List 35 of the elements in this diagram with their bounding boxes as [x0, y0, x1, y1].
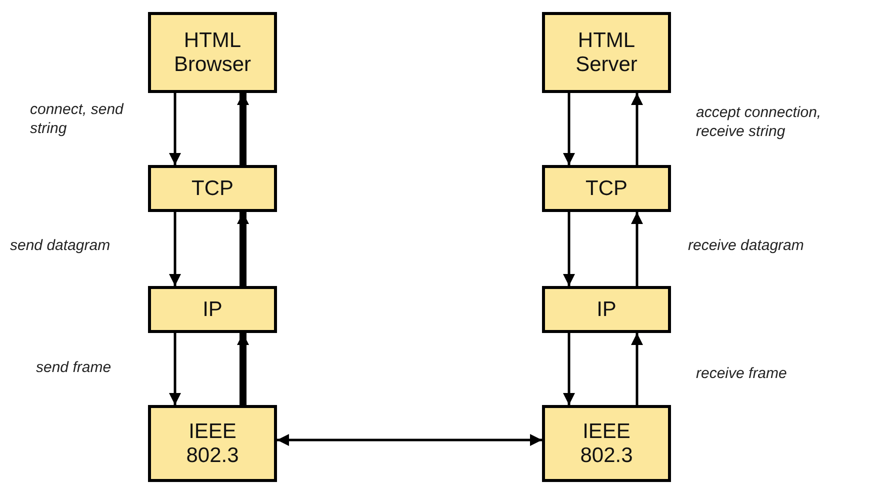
- arrow: [563, 93, 575, 165]
- layer-box: [148, 405, 277, 482]
- layer-box: [542, 165, 671, 212]
- action-label: receive datagram: [688, 236, 805, 255]
- layer-name: IP: [596, 298, 616, 322]
- arrow: [631, 93, 643, 165]
- arrow: [237, 93, 249, 165]
- arrow: [631, 333, 643, 405]
- layer-box: [148, 12, 277, 93]
- arrow: [169, 212, 181, 286]
- layer-box: [542, 12, 671, 93]
- action-label: send frame: [36, 358, 112, 377]
- action-label: accept connection, receive string: [696, 103, 822, 141]
- arrow: [169, 333, 181, 405]
- layer-box: [542, 286, 671, 333]
- layer-name: IEEE 802.3: [185, 420, 240, 468]
- action-label: send datagram: [10, 236, 112, 255]
- action-label: connect, send string: [30, 100, 125, 138]
- layer-name: HTML Server: [574, 28, 638, 76]
- arrow: [563, 212, 575, 286]
- arrow: [169, 93, 181, 165]
- layer-name: TCP: [192, 176, 234, 200]
- layer-box: [148, 165, 277, 212]
- arrow: [237, 333, 249, 405]
- layer-box: [542, 405, 671, 482]
- layer-name: IEEE 802.3: [579, 420, 634, 468]
- layer-box: [148, 286, 277, 333]
- layer-name: IP: [202, 298, 222, 322]
- layer-name: TCP: [586, 176, 628, 200]
- arrow: [237, 212, 249, 286]
- layer-name: HTML Browser: [172, 28, 252, 76]
- action-label: receive frame: [696, 364, 788, 383]
- arrow: [277, 434, 542, 446]
- arrow: [631, 212, 643, 286]
- arrow: [563, 333, 575, 405]
